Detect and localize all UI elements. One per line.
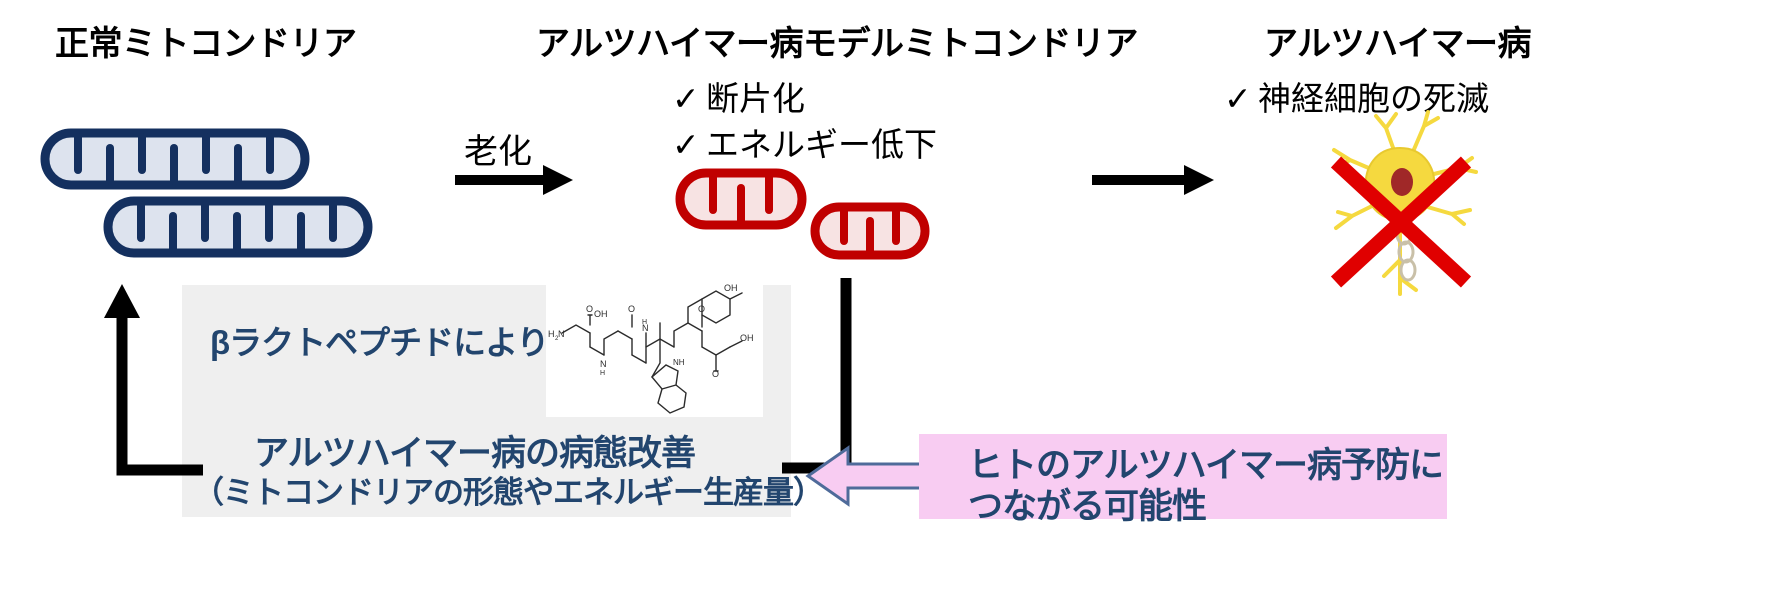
fragmented-mitochondrion-1 <box>675 168 807 230</box>
bullet-neuron-death: ✓神経細胞の死滅 <box>1224 72 1489 120</box>
svg-text:O: O <box>712 369 719 379</box>
arrow-to-alzheimer <box>1092 163 1216 197</box>
check-icon: ✓ <box>672 126 700 163</box>
svg-text:NH: NH <box>673 358 685 367</box>
check-icon: ✓ <box>672 80 700 117</box>
svg-text:OH: OH <box>740 333 754 343</box>
neuron-illustration <box>1300 110 1500 296</box>
bullet-fragmentation: ✓断片化 <box>672 72 805 120</box>
bullet-fragmentation-label: 断片化 <box>706 80 805 117</box>
bullet-energy-decline-label: エネルギー低下 <box>706 126 937 163</box>
svg-text:O: O <box>628 304 635 314</box>
result-line-1: アルツハイマー病の病態改善 <box>254 434 696 473</box>
peptide-label: βラクトペプチドにより… <box>210 324 581 361</box>
svg-text:N: N <box>600 359 607 369</box>
arrow-aging <box>455 163 575 197</box>
heading-alzheimer: アルツハイマー病 <box>1264 25 1531 63</box>
block-arrow-left <box>805 440 930 512</box>
normal-mitochondrion-1 <box>40 128 310 190</box>
check-icon: ✓ <box>1224 80 1252 117</box>
svg-text:O: O <box>698 304 705 314</box>
svg-text:2: 2 <box>555 336 559 342</box>
svg-text:H: H <box>642 319 647 326</box>
normal-mitochondrion-2 <box>103 196 373 258</box>
aging-label: 老化 <box>464 133 532 171</box>
fragmented-mitochondrion-2 <box>810 202 930 260</box>
svg-text:H: H <box>548 329 555 339</box>
pink-conclusion-box <box>919 434 1447 519</box>
svg-text:OH: OH <box>594 309 608 319</box>
result-line-2: （ミトコンドリアの形態やエネルギー生産量） <box>193 475 824 510</box>
svg-text:O: O <box>586 304 593 314</box>
svg-text:N: N <box>642 323 649 333</box>
pink-box-line-1: ヒトのアルツハイマー病予防に <box>968 446 1444 485</box>
svg-text:N: N <box>558 329 565 339</box>
heading-ad-model-mito: アルツハイマー病モデルミトコンドリア <box>536 25 1138 63</box>
heading-normal-mito: 正常ミトコンドリア <box>55 25 357 63</box>
svg-text:H: H <box>600 370 605 377</box>
connector-left-elbow <box>98 284 203 479</box>
bullet-neuron-death-label: 神経細胞の死滅 <box>1258 80 1489 117</box>
svg-text:OH: OH <box>724 283 738 293</box>
pink-box-line-2: つながる可能性 <box>968 487 1207 526</box>
bullet-energy-decline: ✓エネルギー低下 <box>672 118 937 166</box>
